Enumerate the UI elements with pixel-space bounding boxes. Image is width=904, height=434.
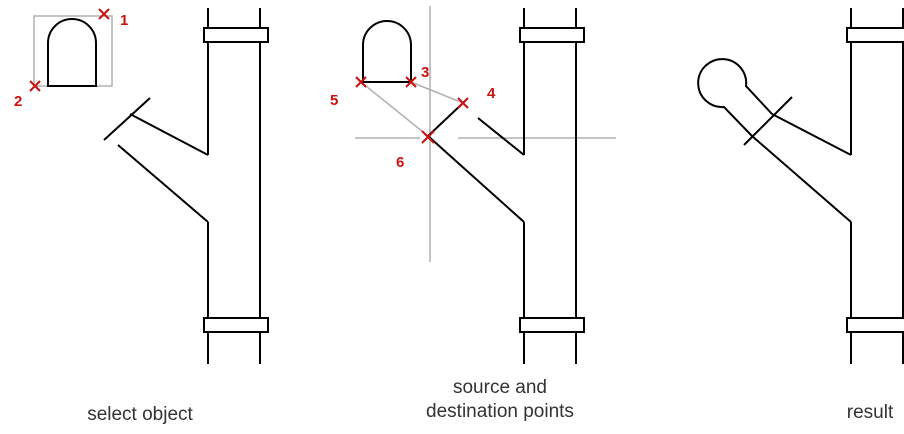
branch-pipe-2 (427, 102, 525, 223)
branch-pipe-capped (697, 58, 852, 223)
guide-line-3-4 (410, 81, 464, 104)
pipe-flange-top-3 (846, 27, 904, 43)
branch-pipe (103, 97, 209, 223)
point-label-3: 3 (421, 64, 429, 81)
caption-line-2: destination points (426, 401, 574, 422)
marker-2: 2 (14, 80, 41, 110)
cap-joint-line (743, 96, 793, 146)
arch-object-source (362, 20, 412, 83)
arch-object (47, 18, 97, 87)
pipe-flange-bottom-3 (846, 317, 904, 333)
marker-4: 4 (457, 85, 496, 109)
pipe-flange-bottom-2 (519, 317, 585, 333)
pipe-flange-top (203, 27, 269, 43)
pipe-flange-top-2 (519, 27, 585, 43)
vertical-pipe-2 (523, 8, 577, 364)
marker-5: 5 (330, 76, 367, 109)
marker-6: 6 (396, 130, 435, 171)
point-label-5: 5 (330, 92, 338, 109)
point-label-2: 2 (14, 93, 22, 110)
rounded-cap (697, 58, 773, 137)
point-label-4: 4 (487, 85, 496, 102)
guide-line-5-6 (360, 81, 429, 137)
marker-1: 1 (98, 8, 128, 29)
vertical-pipe (207, 8, 261, 364)
caption-source-destination: source and destination points (380, 376, 620, 424)
point-label-1: 1 (120, 12, 128, 29)
panel-select-object: 1 2 (14, 8, 269, 364)
marker-3: 3 (405, 64, 429, 88)
point-label-6: 6 (396, 154, 404, 171)
vertical-pipe-3 (850, 8, 904, 364)
selection-window (33, 15, 113, 87)
caption-line-1: source and (452, 377, 547, 398)
panel-result (697, 8, 904, 364)
pipe-flange-bottom (203, 317, 269, 333)
caption-select-object: select object (87, 404, 193, 425)
panel-source-destination: 3 4 5 6 (330, 6, 616, 364)
caption-result: result (846, 402, 894, 423)
